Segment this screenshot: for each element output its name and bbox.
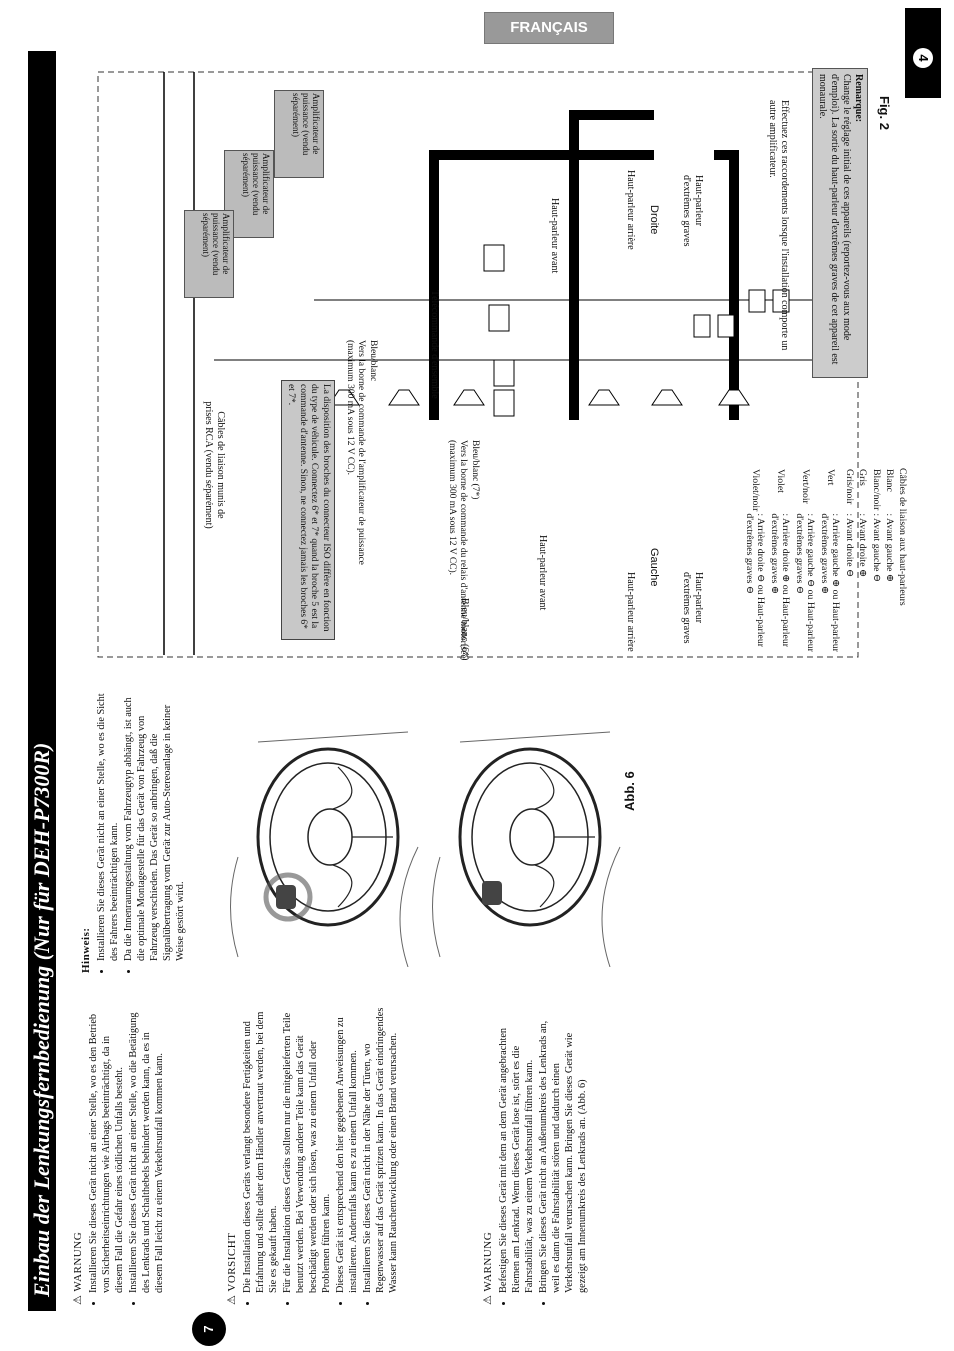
hinweis-item: Da die Innenraumgestaltung vom Fahrzeugt… bbox=[122, 683, 187, 961]
vorsicht-item: Für die Installation dieses Geräts sollt… bbox=[281, 1005, 333, 1293]
vorsicht-item: Installieren Sie dieses Gerät nicht in d… bbox=[361, 1005, 400, 1293]
warning-icon: ⚠ bbox=[72, 1291, 84, 1305]
telecommande-label: Télécommande d'ensemble bbox=[429, 290, 440, 399]
cables-table: Blanc: Avant gauche ⊕ Blanc/noir: Avant … bbox=[743, 468, 897, 668]
page-number-left-tab: 7 bbox=[192, 1312, 226, 1346]
hp-graves-left: Haut-parleur d'extrêmes graves bbox=[681, 572, 704, 644]
cable-row: Vert : Arrière gauche ⊕ ou Haut-parleur d… bbox=[818, 468, 843, 668]
cable-desc: : Arrière droite ⊖ ou Haut-parleur d'ext… bbox=[744, 513, 767, 648]
amplifier-3: Amplificateur de puissance (vendu séparé… bbox=[184, 210, 234, 298]
bleu-blanc-7: Bleu/blanc (7*) bbox=[470, 440, 480, 500]
amp-remote-text: Vers la borne de commande de l'amplifica… bbox=[345, 340, 367, 565]
wiring-diagram: Amplificateur de puissance (vendu séparé… bbox=[94, 60, 954, 660]
hp-arriere-left: Haut-parleur arrière bbox=[625, 572, 636, 652]
speaker-symbols bbox=[328, 389, 750, 406]
cable-row: Blanc : Avant gauche ⊕ bbox=[883, 468, 897, 668]
cable-color: Blanc bbox=[884, 469, 896, 492]
gauche-label: Gauche bbox=[648, 548, 660, 587]
cable-desc: : Arrière gauche ⊖ ou Haut-parleur d'ext… bbox=[794, 513, 817, 652]
language-badge: FRANÇAIS bbox=[484, 12, 614, 44]
cable-desc: : Avant gauche ⊖ bbox=[871, 513, 882, 583]
warnung-item: Bringen Sie dieses Gerät nicht an Außenu… bbox=[537, 1005, 589, 1293]
cable-color: Gris/noir bbox=[844, 469, 855, 505]
cable-color: Vert/noir bbox=[799, 469, 811, 504]
bleu-blanc-6: Bleu/blanc (6*) bbox=[459, 598, 470, 661]
hp-arriere-right: Haut-parleur arrière bbox=[625, 170, 636, 250]
bleu-blanc-amp: Bleu/blanc bbox=[368, 340, 378, 382]
steering-wheel-illustration-2 bbox=[432, 731, 621, 967]
section-title: Einbau der Lenkungsfernbedienung (Nur fü… bbox=[28, 51, 56, 1311]
steering-wheel-illustration-1 bbox=[230, 731, 419, 967]
cable-color: Gris bbox=[857, 469, 869, 486]
cables-title: Câbles de liaison aux haut-parleurs bbox=[897, 468, 908, 606]
rca-cables-label: Câbles de liaison munis de prises RCA (v… bbox=[203, 401, 226, 529]
hp-graves-right: Haut-parleur d'extrêmes graves bbox=[681, 175, 704, 247]
amplifier-1: Amplificateur de puissance (vendu séparé… bbox=[274, 90, 324, 178]
cable-color: Violet/noir bbox=[749, 469, 761, 512]
vorsicht-item: Dieses Gerät ist entsprechend den hier g… bbox=[334, 1005, 360, 1293]
page-number-tab: 4 bbox=[905, 8, 941, 98]
warnung-heading-1: WARNUNG bbox=[72, 1231, 84, 1292]
german-section: Einbau der Lenkungsfernbedienung (Nur fü… bbox=[0, 0, 660, 1351]
connect-note: Effectuez ces raccordements lorsque l'in… bbox=[767, 100, 790, 351]
warning-icon: ⚠ bbox=[482, 1291, 494, 1305]
cable-row: Vert/noir : Arrière gauche ⊖ ou Haut-parl… bbox=[793, 468, 818, 668]
vorsicht-block: ⚠ VORSICHT Die Installation dieses Gerät… bbox=[226, 1005, 401, 1305]
cable-desc: : Avant gauche ⊕ bbox=[884, 513, 896, 583]
vorsicht-heading: VORSICHT bbox=[226, 1232, 238, 1292]
cable-color: Blanc/noir bbox=[871, 469, 882, 511]
hinweis-heading: Hinweis: bbox=[80, 927, 92, 973]
cable-color: Vert bbox=[824, 469, 836, 486]
amp-remote-note: Bleu/blanc Vers la borne de commande de … bbox=[344, 340, 378, 570]
warnung-heading-2: WARNUNG bbox=[482, 1231, 494, 1292]
abb6-label: Abb. 6 bbox=[622, 771, 637, 811]
warnung-block-1: ⚠ WARNUNG Installieren Sie dieses Gerät … bbox=[72, 1005, 167, 1305]
remarque-text: Change le réglage initial de ces apparei… bbox=[817, 74, 852, 365]
speaker-cable-legend: Câbles de liaison aux haut-parleurs Blan… bbox=[743, 468, 908, 668]
fig2-label: Fig. 2 bbox=[877, 96, 892, 130]
cable-desc: : Arrière droite ⊕ ou Haut-parleur d'ext… bbox=[769, 513, 792, 648]
warnung-block-2: ⚠ WARNUNG Befestigen Sie dieses Gerät mi… bbox=[482, 1005, 590, 1305]
vorsicht-item: Die Installation dieses Geräts verlangt … bbox=[241, 1005, 280, 1293]
cable-desc: : Avant droite ⊖ bbox=[844, 513, 855, 578]
iso-note: La disposition des broches du connecteur… bbox=[281, 380, 335, 640]
connectors bbox=[483, 244, 515, 417]
hinweis-block: Hinweis: Installieren Sie dieses Gerät n… bbox=[80, 683, 188, 973]
cable-row: Violet : Arrière droite ⊕ ou Haut-parleur… bbox=[768, 468, 793, 668]
droite-label: Droite bbox=[648, 205, 660, 235]
remarque-box: Remarque: Change le réglage initial de c… bbox=[812, 68, 868, 378]
warning-icon: ⚠ bbox=[226, 1291, 238, 1305]
cable-row: Gris : Avant droite ⊕ bbox=[856, 468, 870, 668]
cable-row: Blanc/noir : Avant gauche ⊖ bbox=[870, 468, 884, 668]
wiring-svg bbox=[97, 71, 859, 658]
warnung-item: Installieren Sie dieses Gerät nicht an e… bbox=[87, 1005, 126, 1293]
cable-desc: : Arrière gauche ⊕ ou Haut-parleur d'ext… bbox=[819, 513, 842, 652]
remarque-title: Remarque: bbox=[853, 74, 864, 123]
cable-row: Violet/noir: Arrière droite ⊖ ou Haut-pa… bbox=[743, 468, 768, 668]
hinweis-item: Installieren Sie dieses Gerät nicht an e… bbox=[95, 683, 121, 961]
cable-desc: : Avant droite ⊕ bbox=[857, 513, 869, 578]
warnung-item: Installieren Sie dieses Gerät nicht an e… bbox=[127, 1005, 166, 1293]
warnung-item: Befestigen Sie dieses Gerät mit dem an d… bbox=[497, 1005, 536, 1293]
cable-color: Violet bbox=[774, 469, 786, 493]
hp-avant-left: Haut-parleur avant bbox=[537, 535, 548, 611]
cable-row: Gris/noir : Avant droite ⊖ bbox=[843, 468, 857, 668]
hp-avant-right: Haut-parleur avant bbox=[549, 198, 560, 274]
